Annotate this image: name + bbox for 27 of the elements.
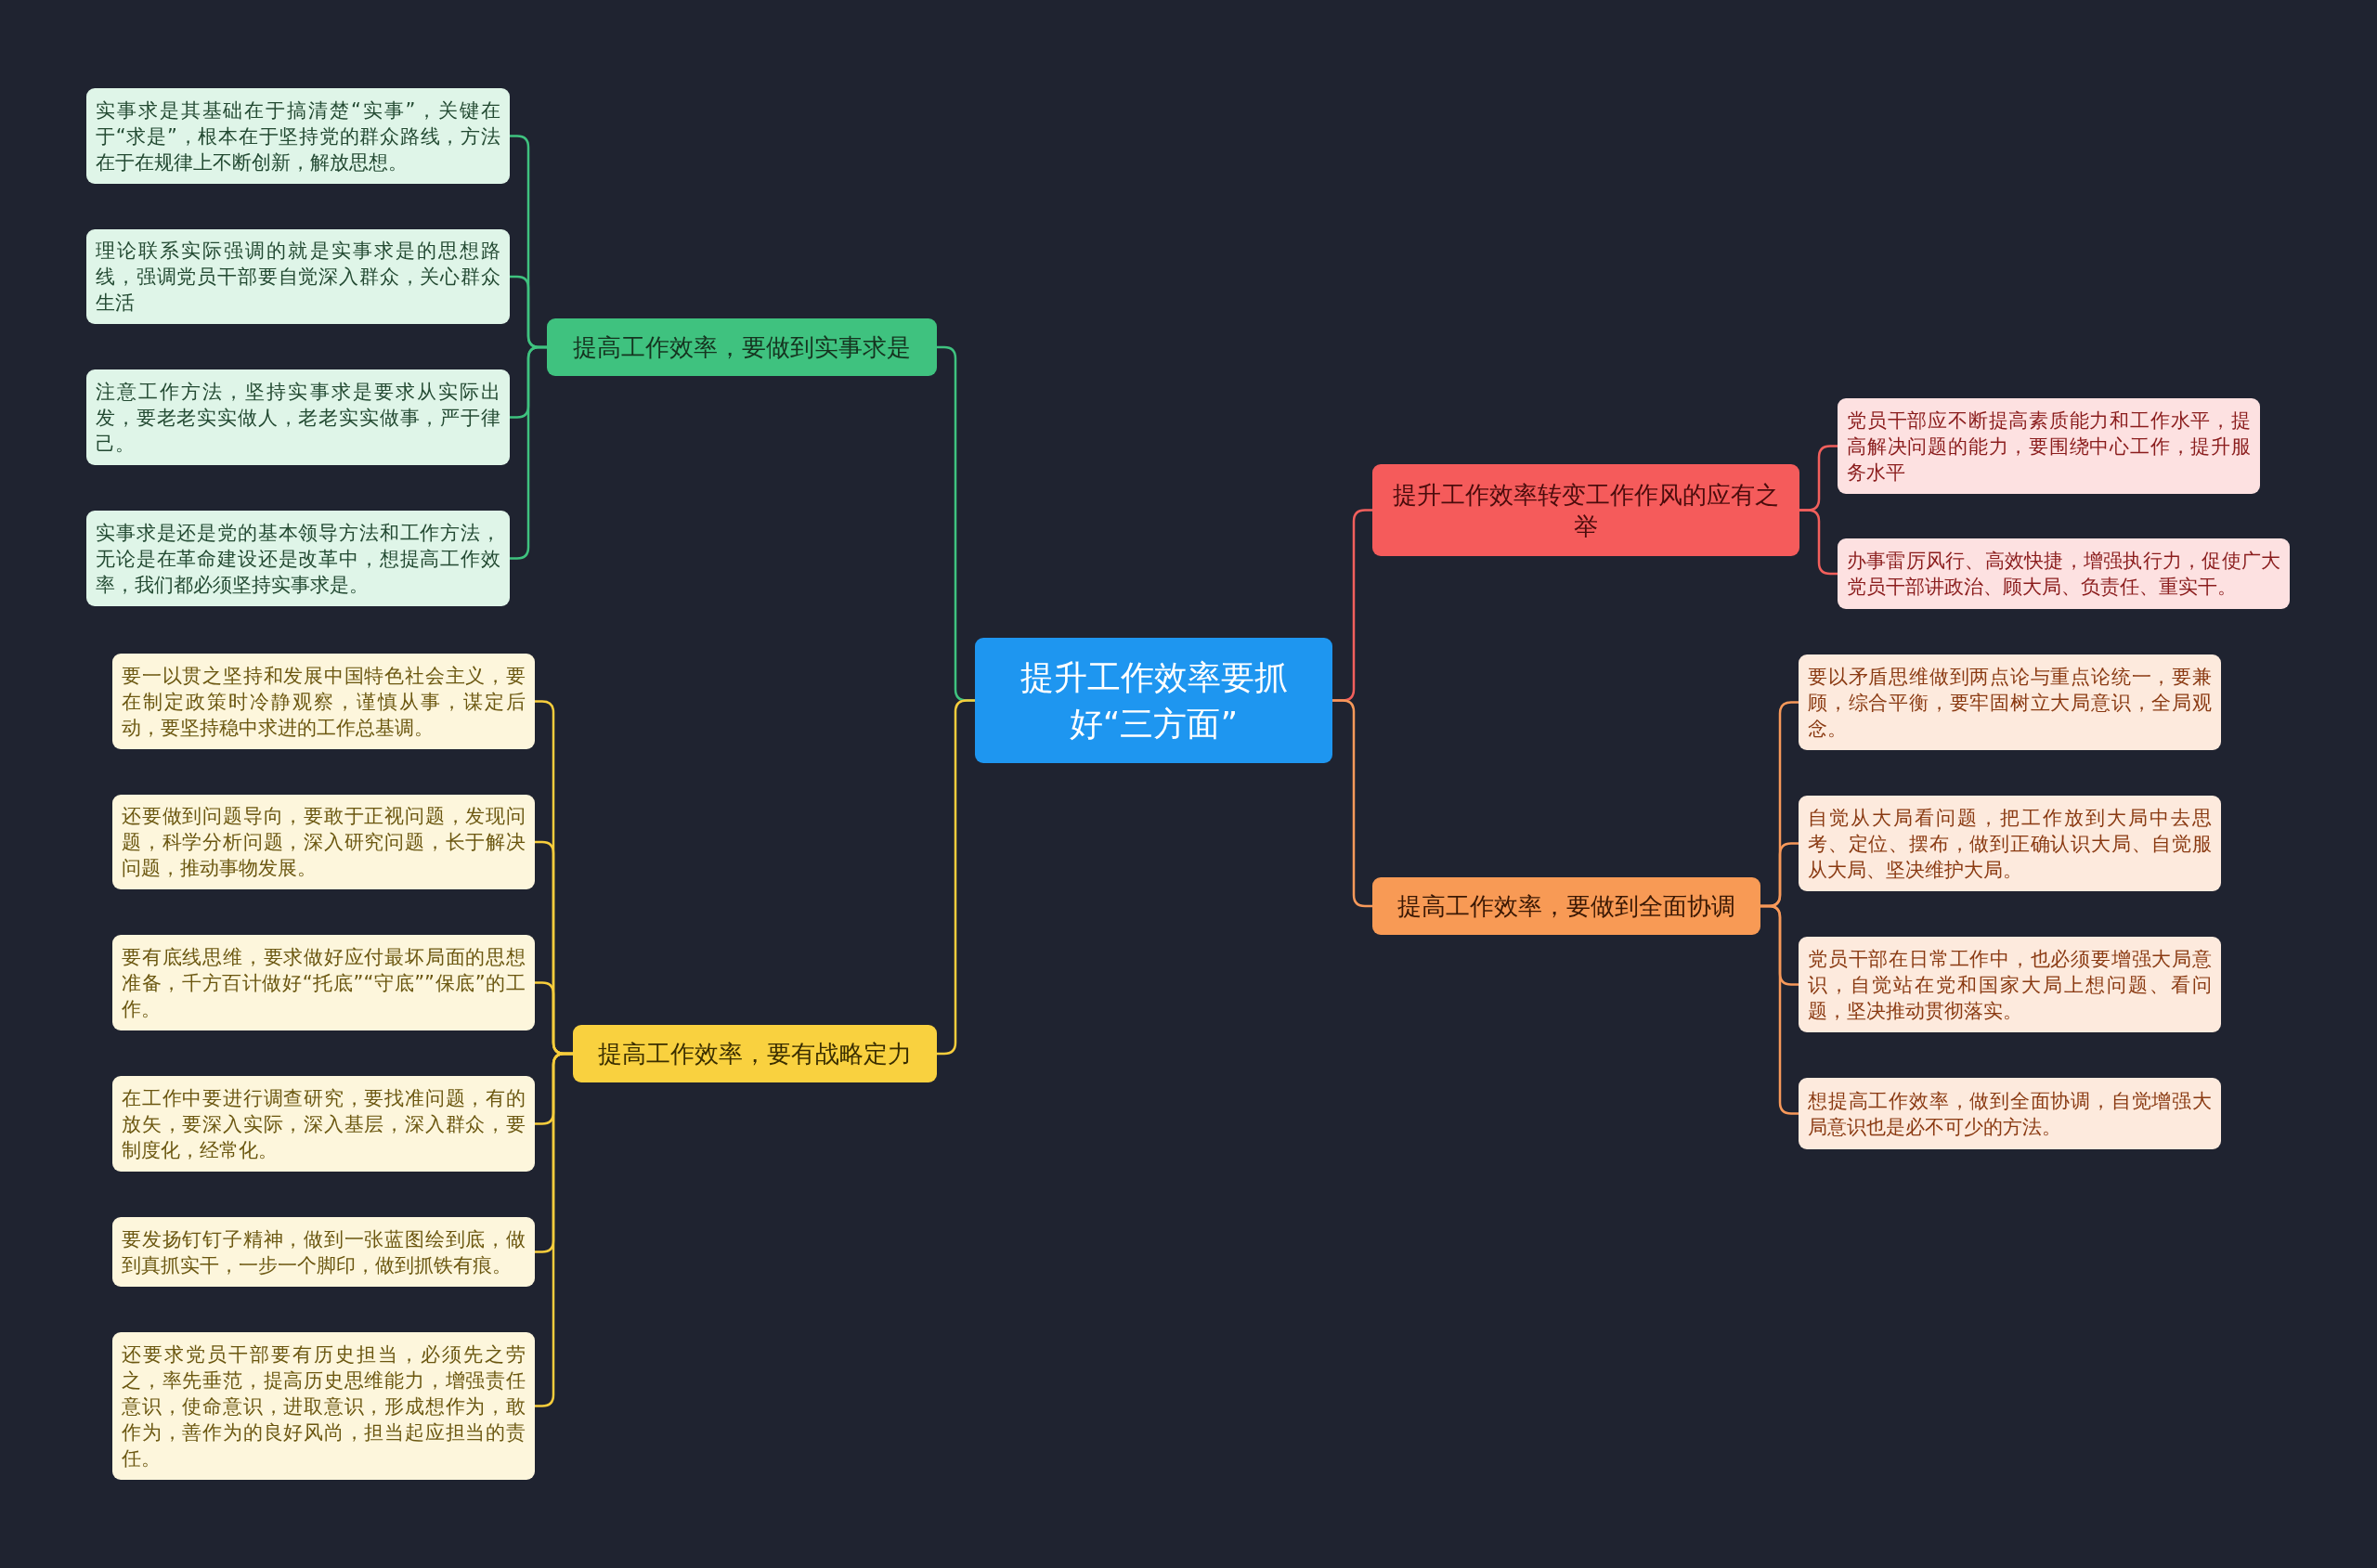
connector-line	[1760, 904, 1799, 1115]
subtopic-box: 党员干部在日常工作中，也必须要增强大局意识，自觉站在党和国家大局上想问题、看问题，坚决推动贯彻落实。	[1799, 937, 2221, 1032]
topic-box: 提高工作效率，要做到全面协调	[1372, 877, 1760, 935]
subtopic-box: 要一以贯之坚持和发展中国特色社会主义，要在制定政策时冷静观察，谨慎从事，谋定后动，要坚持稳中求进的工作总基调。	[112, 654, 535, 749]
subtopic-box: 实事求是其基础在于搞清楚“实事”，关键在于“求是”，根本在于坚持党的群众路线，方法在于在规律上不断创新，解放思想。	[86, 88, 510, 184]
connector-line	[535, 1052, 573, 1407]
subtopic-box: 还要求党员干部要有历史担当，必须先之劳之，率先垂范，提高历史思维能力，增强责任意识，使命意识，进取意识，形成想作为，敢作为，善作为的良好风尚，担当起应担当的责任。	[112, 1332, 535, 1480]
connector-line	[1799, 509, 1838, 576]
central-topic-box: 提升工作效率要抓好“三方面”	[975, 638, 1332, 763]
subtopic-box: 还要做到问题导向，要敢于正视问题，发现问题，科学分析问题，深入研究问题，长于解决问题，推动事物发展。	[112, 795, 535, 889]
subtopic-box: 实事求是还是党的基本领导方法和工作方法，无论是在革命建设还是改革中，想提高工作效率，我们都必须坚持实事求是。	[86, 511, 510, 606]
connector-line	[1332, 699, 1372, 908]
subtopic-box: 要以矛盾思维做到两点论与重点论统一，要兼顾，综合平衡，要牢固树立大局意识，全局观念。	[1799, 654, 2221, 750]
subtopic-box: 注意工作方法，坚持实事求是要求从实际出发，要老老实实做人，老老实实做事，严于律己。	[86, 369, 510, 465]
subtopic-box: 要发扬钉钉子精神，做到一张蓝图绘到底，做到真抓实干，一步一个脚印，做到抓铁有痕。	[112, 1217, 535, 1287]
subtopic-box: 自觉从大局看问题，把工作放到大局中去思考、定位、摆布，做到正确认识大局、自觉服从大局、坚决维护大局。	[1799, 796, 2221, 891]
subtopic-box: 在工作中要进行调查研究，要找准问题，有的放矢，要深入实际，深入基层，深入群众，要制度化，经常化。	[112, 1076, 535, 1172]
subtopic-box: 想提高工作效率，做到全面协调，自觉增强大局意识也是必不可少的方法。	[1799, 1078, 2221, 1149]
topic-box: 提高工作效率，要做到实事求是	[547, 318, 937, 376]
topic-box: 提升工作效率转变工作作风的应有之举	[1372, 464, 1799, 556]
subtopic-box: 要有底线思维，要求做好应付最坏局面的思想准备，千方百计做好“托底”“守底””保底”的工作。	[112, 935, 535, 1030]
connector-line	[510, 345, 547, 560]
connector-line	[937, 699, 975, 1056]
subtopic-box: 办事雷厉风行、高效快捷，增强执行力，促使广大党员干部讲政治、顾大局、负责任、重实干。	[1838, 538, 2290, 609]
topic-box: 提高工作效率，要有战略定力	[573, 1025, 937, 1082]
subtopic-box: 党员干部应不断提高素质能力和工作水平，提高解决问题的能力，要围绕中心工作，提升服务水平	[1838, 398, 2260, 494]
subtopic-box: 理论联系实际强调的就是实事求是的思想路线，强调党员干部要自觉深入群众，关心群众生活	[86, 229, 510, 324]
